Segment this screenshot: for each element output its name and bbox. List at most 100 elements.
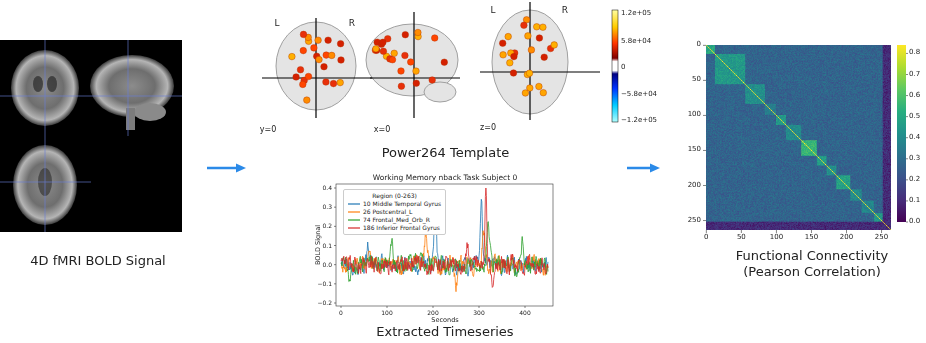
- crosshair-line: [128, 40, 129, 136]
- axis-label: 5.8e+04: [621, 38, 651, 46]
- crosshair-line: [45, 40, 46, 136]
- roi-dot: [316, 56, 323, 63]
- crosshair-line: [0, 182, 91, 183]
- roi-dot: [330, 80, 337, 87]
- tick-mark: [433, 306, 434, 308]
- tick-mark: [906, 137, 908, 138]
- crosshair-line: [413, 12, 414, 118]
- arrow-head: [236, 164, 246, 173]
- tick-mark: [341, 306, 342, 308]
- tick-mark: [334, 303, 336, 304]
- axis-label: 0.2: [322, 223, 332, 230]
- crosshair-line: [480, 71, 600, 72]
- roi-dot: [323, 79, 330, 86]
- roi-dot: [338, 57, 345, 64]
- roi-dot: [551, 42, 558, 49]
- roi-dot: [415, 29, 422, 36]
- axis-label: 200: [688, 182, 701, 190]
- tick-mark: [741, 230, 742, 233]
- roi-dot: [507, 60, 514, 67]
- roi-dot: [297, 66, 304, 73]
- tick-mark: [906, 179, 908, 180]
- stage-caption: Extracted Timeseries: [345, 324, 545, 340]
- legend-title: Region (0-263): [348, 192, 441, 200]
- roi-dot: [540, 89, 547, 96]
- roi-dot: [525, 33, 532, 40]
- axis-label: Seconds: [431, 317, 458, 324]
- axis-label: 0.8: [909, 50, 920, 58]
- roi-dot: [540, 24, 547, 31]
- axis-label: 250: [875, 234, 888, 242]
- tick-mark: [334, 283, 336, 284]
- tick-mark: [334, 188, 336, 189]
- plot-legend: Region (0-263)10 Middle Temporal Gyrus26…: [343, 189, 446, 235]
- arrow-shaft: [207, 167, 236, 170]
- axis-label: 0: [704, 234, 708, 242]
- roi-dot: [398, 68, 405, 75]
- timeseries-line: [341, 188, 548, 287]
- axis-label: Working Memory nback Task Subject 0: [373, 174, 518, 182]
- legend-text: 74 Frontal_Med_Orb_R: [363, 216, 430, 224]
- axis-label: 1.2e+05: [621, 10, 651, 18]
- legend-line-sample: [348, 217, 360, 223]
- legend-text: 10 Middle Temporal Gyrus: [363, 200, 441, 208]
- arrow-shaft: [627, 167, 650, 170]
- axis-label: 100: [381, 310, 392, 317]
- glass-brain-cerebellum: [424, 82, 456, 102]
- axis-label: 150: [805, 234, 818, 242]
- axis-label: x=0: [374, 126, 391, 135]
- roi-dot: [429, 77, 436, 84]
- stage-caption: Power264 Template: [348, 145, 543, 161]
- crosshair-line: [315, 18, 316, 118]
- arrow-head: [650, 164, 660, 173]
- roi-dot: [321, 63, 328, 70]
- axis-label: 0.1: [322, 242, 332, 249]
- roi-dot: [536, 83, 543, 90]
- roi-dot: [522, 90, 529, 97]
- roi-dot: [300, 31, 307, 38]
- template-crosshair: [262, 2, 600, 120]
- legend-line-sample: [348, 201, 360, 207]
- axis-label: 0.2: [909, 176, 920, 184]
- axis-label: 200: [840, 234, 853, 242]
- axis-label: 0.6: [909, 92, 920, 100]
- axis-label: 150: [688, 147, 701, 155]
- roi-dot: [311, 45, 318, 52]
- flow-arrow: [627, 164, 660, 173]
- roi-dot: [315, 37, 322, 44]
- axis-label: 50: [692, 77, 701, 85]
- axis-label: 0.4: [909, 134, 920, 142]
- axis-label: L: [490, 6, 495, 16]
- tick-mark: [525, 306, 526, 308]
- roi-dot: [499, 40, 506, 47]
- pipeline-stage: 4D fMRI BOLD Signal: [0, 40, 205, 275]
- ventricle: [33, 76, 43, 92]
- legend-line: [348, 203, 360, 204]
- roi-dot: [337, 79, 344, 86]
- roi-dot: [441, 59, 448, 66]
- axis-label: 0: [697, 42, 701, 50]
- roi-dot: [431, 35, 438, 42]
- crosshair-line: [370, 77, 460, 78]
- axis-label: BOLD Signal: [315, 225, 322, 265]
- pipeline-stage: Functional Connectivity (Pearson Correla…: [662, 30, 926, 285]
- roi-dot: [526, 70, 533, 77]
- stage-caption: Functional Connectivity (Pearson Correla…: [720, 248, 904, 280]
- axis-label: z=0: [480, 124, 496, 133]
- roi-dot: [391, 50, 398, 57]
- roi-dot: [521, 22, 528, 29]
- flow-arrow: [207, 164, 246, 173]
- roi-dot: [389, 56, 396, 63]
- axis-label: 100: [688, 112, 701, 120]
- tick-mark: [334, 245, 336, 246]
- cerebellum: [134, 103, 166, 121]
- axis-label: −1.2e+05: [621, 117, 657, 125]
- roi-dot: [337, 40, 344, 47]
- legend-entry: 26 Postcentral_L: [348, 208, 441, 216]
- roi-dot: [293, 74, 300, 81]
- crosshair-line: [91, 96, 182, 97]
- tick-mark: [906, 200, 908, 201]
- legend-text: 186 Inferior Frontal Gyrus: [363, 224, 440, 232]
- legend-line-sample: [348, 209, 360, 215]
